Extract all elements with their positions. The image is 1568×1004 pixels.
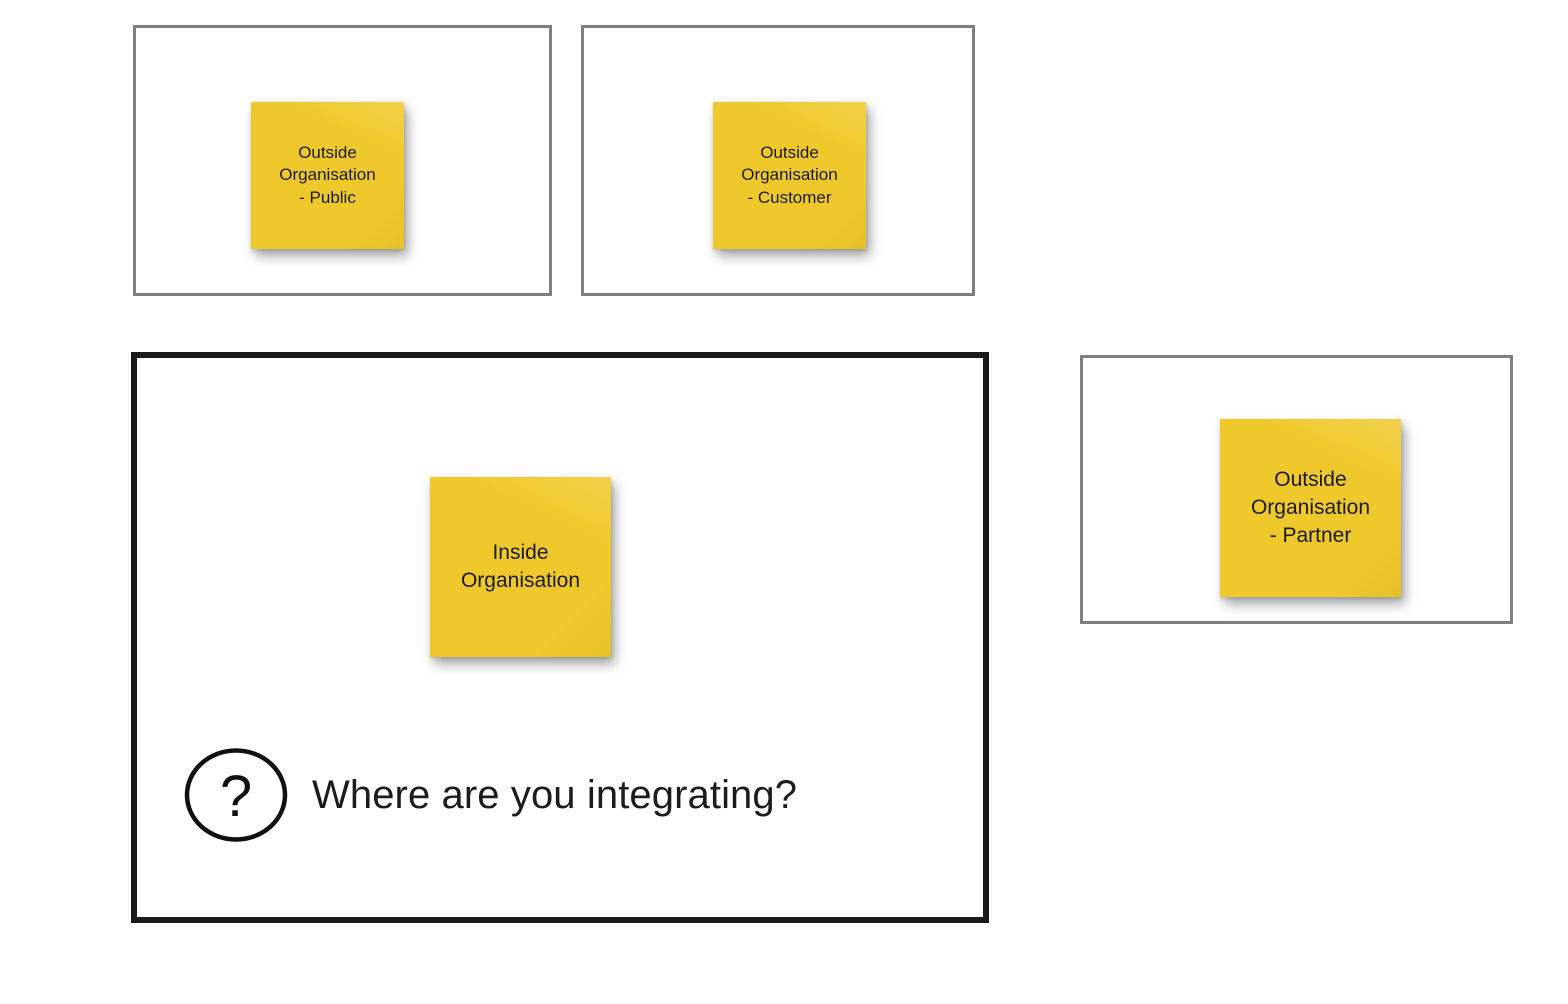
sticky-note-outside-partner[interactable]: Outside Organisation - Partner [1220, 419, 1401, 597]
prompt-row: ? Where are you integrating? [184, 748, 797, 842]
question-mark-circle-icon: ? [184, 748, 288, 842]
prompt-question-text: Where are you integrating? [312, 772, 798, 817]
sticky-note-outside-customer[interactable]: Outside Organisation - Customer [713, 102, 866, 249]
sticky-note-label: Outside Organisation - Partner [1250, 468, 1371, 547]
svg-text:?: ? [220, 764, 252, 829]
sticky-note-label: Outside Organisation - Public [279, 142, 376, 207]
sticky-note-outside-public[interactable]: Outside Organisation - Public [251, 102, 404, 249]
sticky-note-inside-organisation[interactable]: Inside Organisation [430, 477, 611, 657]
sticky-note-label: Inside Organisation [460, 541, 581, 592]
sticky-note-label: Outside Organisation - Customer [741, 142, 838, 207]
